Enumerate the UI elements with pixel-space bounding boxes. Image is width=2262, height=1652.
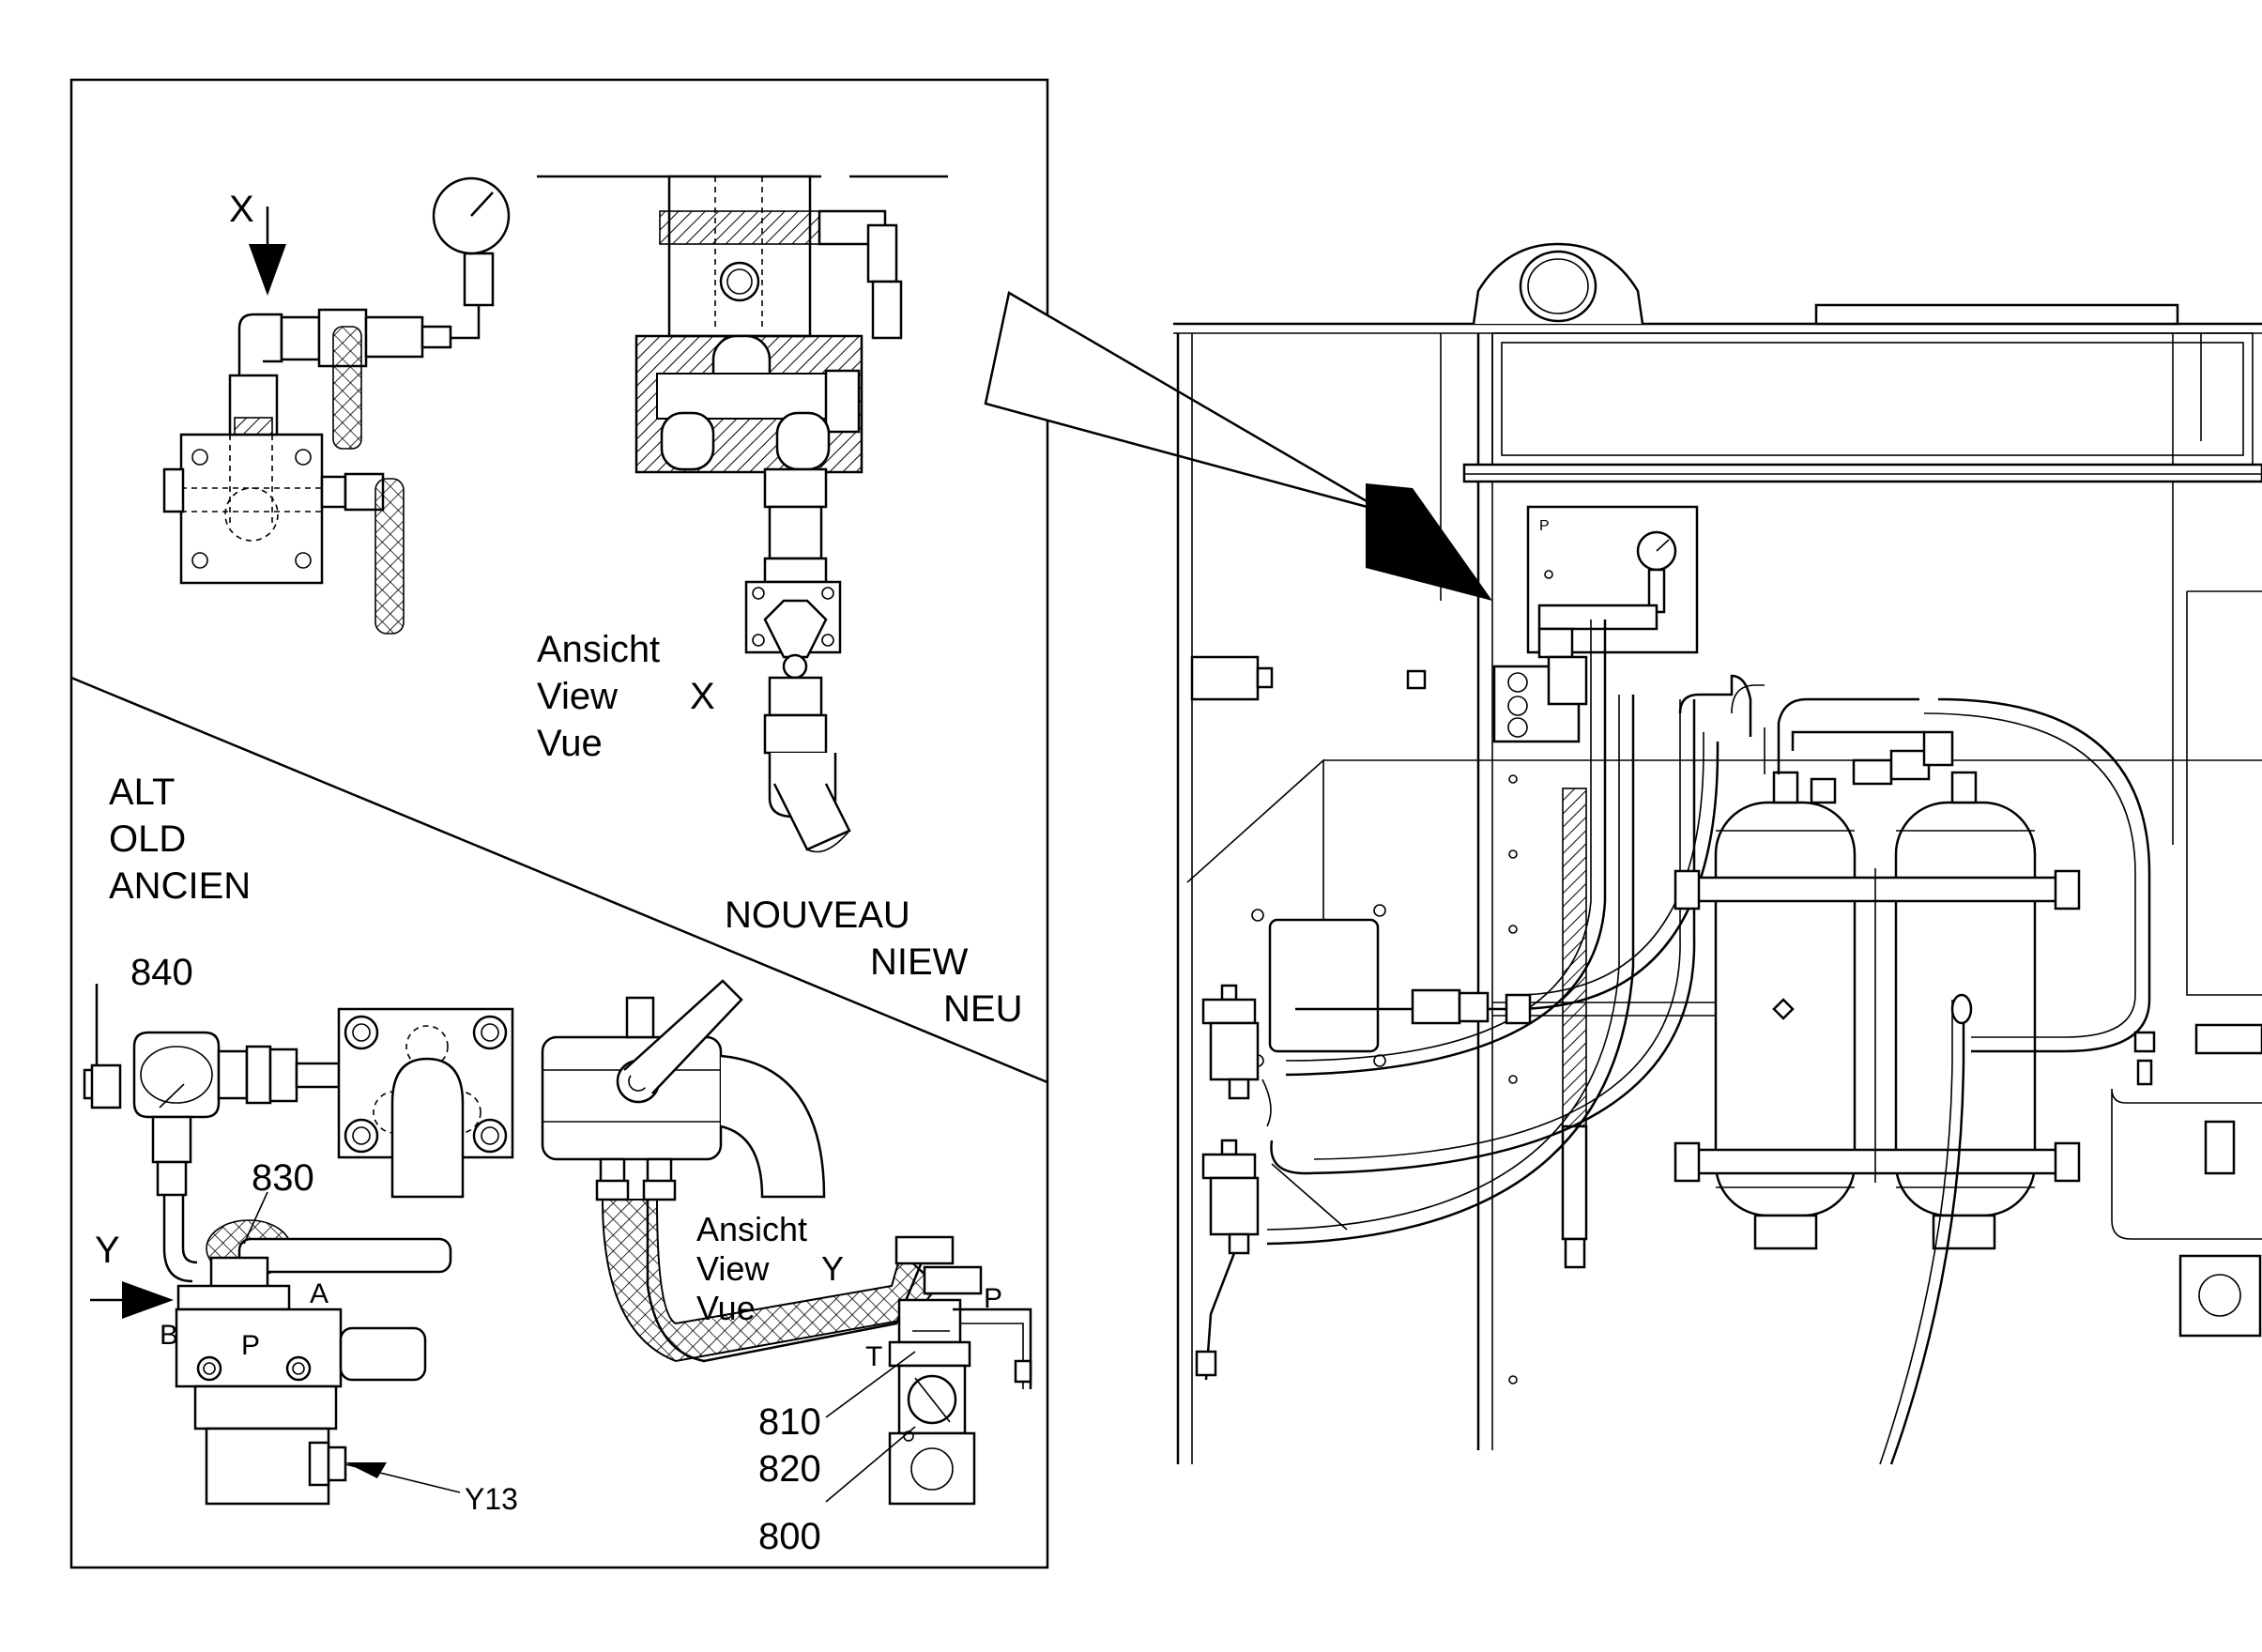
old-label-de: ALT [109, 772, 175, 813]
port-p: P [241, 1330, 260, 1361]
arrow-x-label: X [229, 189, 254, 230]
panel-p-label: P [1539, 518, 1550, 534]
callout-800: 800 [758, 1516, 821, 1557]
port-t: T [865, 1341, 882, 1372]
view-x-ansicht: Ansicht [537, 629, 660, 670]
old-label-fr: ANCIEN [109, 865, 251, 907]
detail-frame [69, 78, 1049, 1569]
old-handvalve-assembly [83, 984, 514, 1506]
view-y-view: View [696, 1249, 770, 1288]
port-b: B [160, 1320, 178, 1351]
new-label-de: NEU [943, 988, 1022, 1030]
view-y-ansicht: Ansicht [696, 1210, 807, 1248]
new-label-fr: NOUVEAU [725, 895, 910, 936]
divider-diagonal [70, 676, 1048, 1084]
callout-810: 810 [758, 1401, 821, 1443]
view-y-letter: Y [821, 1249, 844, 1288]
machine-view: P [1173, 242, 2262, 1465]
port-p2: P [984, 1283, 1002, 1314]
callout-y13: Y13 [465, 1482, 518, 1516]
view-x-letter: X [690, 676, 715, 717]
new-valve-block [537, 175, 948, 853]
view-y-vue: Vue [696, 1289, 756, 1327]
view-x-view: View [537, 676, 618, 717]
pointer-arrow [984, 291, 1492, 601]
new-label-nl: NIEW [870, 941, 969, 983]
arrow-y-label: Y [95, 1230, 120, 1271]
old-valve-block [162, 176, 511, 635]
callout-840: 840 [130, 952, 193, 993]
new-handvalve-assembly [541, 979, 1032, 1506]
port-a: A [310, 1278, 329, 1309]
callout-820: 820 [758, 1448, 821, 1490]
old-label-en: OLD [109, 818, 186, 860]
view-x-vue: Vue [537, 723, 603, 764]
callout-830: 830 [252, 1157, 314, 1199]
